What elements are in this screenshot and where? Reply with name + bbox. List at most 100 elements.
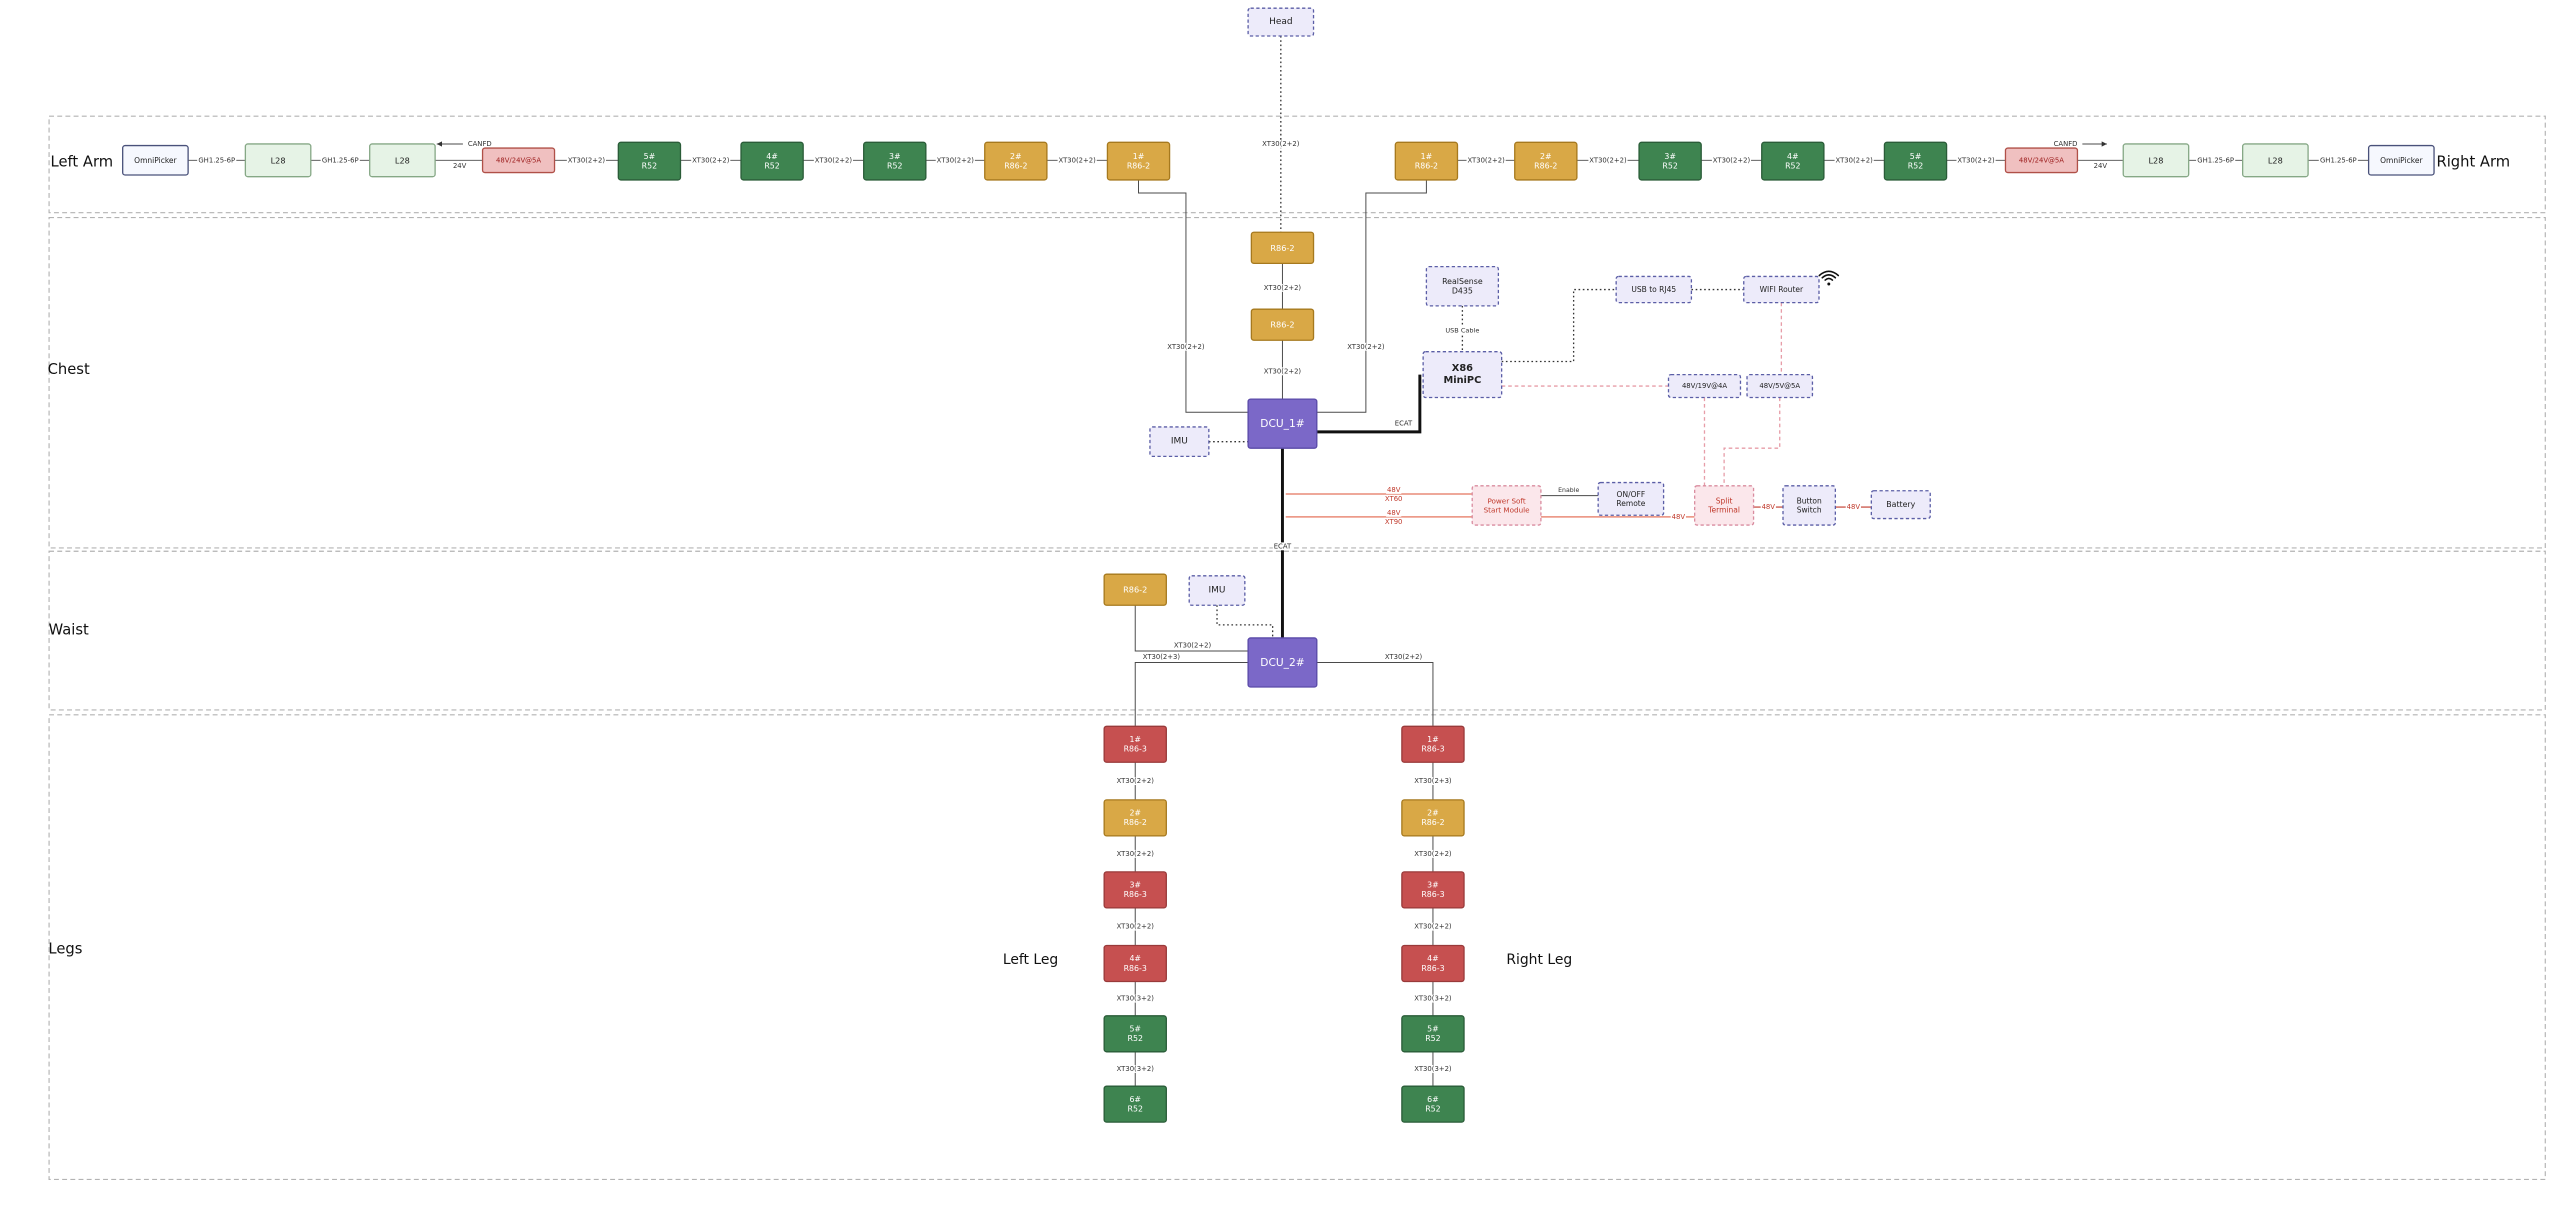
connector-label-bg	[1386, 508, 1402, 517]
section-label-left-arm: Left Arm	[51, 153, 114, 170]
ll-joint-2-label: R86-2	[1124, 818, 1147, 827]
rl-joint-4-label: R86-3	[1421, 964, 1444, 973]
dcu-2-label: DCU_2#	[1260, 656, 1304, 669]
connector-edge	[1216, 605, 1274, 638]
connector-edge	[1316, 662, 1434, 727]
section-legs	[48, 714, 2546, 1180]
dcu-1: DCU_1#	[1247, 398, 1318, 449]
ll-joint-4-label: R86-3	[1124, 964, 1147, 973]
la-joint-5-label: R52	[642, 161, 657, 170]
button-switch-label: Button	[1797, 496, 1822, 505]
connector-label: XT30(2+2)	[1167, 343, 1205, 351]
connector-label-bg	[1346, 342, 1386, 351]
rl-joint-5-label: R52	[1425, 1034, 1440, 1043]
ra-joint-2-label: R86-2	[1534, 161, 1557, 170]
connector-label: Enable	[1558, 487, 1579, 494]
la-psu-label: 48V/24V@5A	[496, 156, 541, 164]
ll-joint-6: 6#R52	[1103, 1085, 1167, 1123]
la-joint-4-label: 4#	[766, 152, 778, 161]
split-terminal-label: Split	[1716, 496, 1733, 505]
wifi-router: WIFI Router	[1743, 275, 1820, 304]
connector-label-bg	[566, 156, 606, 165]
connector-edge	[1134, 662, 1249, 727]
la-joint-3: 3#R52	[863, 141, 927, 181]
connector-label-bg	[1262, 367, 1303, 376]
wifi-router-label: WIFI Router	[1760, 285, 1804, 294]
power-soft-start-module-label: Power Soft	[1487, 497, 1525, 506]
connector-label-bg	[1115, 849, 1155, 858]
connector-label-bg	[1413, 994, 1453, 1003]
connector-label: XT60	[1385, 495, 1403, 503]
chest-r86-mid: R86-2	[1250, 308, 1315, 341]
realsense-d435-label: RealSense	[1442, 277, 1483, 286]
connector-label: XT30(2+2)	[1957, 156, 1995, 164]
connector-label-bg	[1115, 1065, 1155, 1073]
connector-label-bg	[1393, 419, 1414, 428]
connector-label: XT30(3+2)	[1117, 1065, 1155, 1073]
connector-label: XT30(2+3)	[1414, 777, 1452, 785]
ra-joint-5-label: 5#	[1910, 152, 1922, 161]
connector-label-bg	[320, 156, 360, 165]
ra-l28-outer-label: L28	[2268, 155, 2283, 165]
connector-label: XT30(2+2)	[1262, 140, 1300, 148]
connector-label: XT30(2+2)	[1174, 641, 1212, 649]
la-joint-2: 2#R86-2	[984, 141, 1048, 181]
la-joint-1-label: R86-2	[1127, 161, 1150, 170]
connector-label: CANFD	[2054, 140, 2078, 148]
chest-r86-top-label: R86-2	[1270, 243, 1294, 253]
la-omnipicker-label: OmniPicker	[134, 156, 177, 165]
connector-label-bg	[1115, 994, 1155, 1003]
ll-joint-1: 1#R86-3	[1103, 725, 1167, 763]
connector-label: 24V	[2094, 162, 2108, 170]
ra-joint-3-label: 3#	[1664, 152, 1676, 161]
connector-label: XT30(2+2)	[692, 156, 730, 164]
la-joint-1: 1#R86-2	[1106, 141, 1171, 181]
ra-omnipicker: OmniPicker	[2367, 144, 2435, 176]
connector-edge	[1138, 179, 1249, 413]
ra-l28-outer: L28	[2242, 143, 2309, 178]
la-l28-inner-label: L28	[395, 155, 410, 165]
button-switch-label: Switch	[1797, 506, 1822, 515]
connector-label-bg	[1413, 777, 1453, 786]
chest-r86-mid-label: R86-2	[1270, 320, 1294, 330]
connector-label: GH1.25-6P	[198, 156, 235, 164]
section-label-chest: Chest	[48, 361, 90, 378]
rl-joint-1-label: 1#	[1427, 735, 1439, 744]
battery-label: Battery	[1886, 500, 1915, 509]
ll-joint-2-label: 2#	[1129, 809, 1141, 818]
ll-joint-6-label: R52	[1128, 1104, 1143, 1113]
connector-label: 48V	[1847, 503, 1861, 511]
dcu-1-label: DCU_1#	[1260, 417, 1304, 430]
connector-label: 48V	[1672, 513, 1686, 521]
section-label-legs: Legs	[48, 940, 82, 957]
connector-label-bg	[813, 156, 853, 165]
connector-label-bg	[1413, 922, 1453, 931]
rl-joint-2: 2#R86-2	[1401, 799, 1465, 837]
connector-label: XT30(3+2)	[1117, 995, 1155, 1003]
waist-imu-label: IMU	[1209, 586, 1226, 596]
ra-l28-inner-label: L28	[2148, 155, 2163, 165]
connector-label: XT30(2+2)	[1467, 156, 1505, 164]
connector-label: XT30(2+2)	[815, 156, 853, 164]
rl-joint-2-label: R86-2	[1421, 818, 1444, 827]
ll-joint-5-label: R52	[1128, 1034, 1143, 1043]
rl-joint-4-label: 4#	[1427, 954, 1439, 963]
la-l28-outer-label: L28	[271, 155, 286, 165]
connector-label-bg	[935, 156, 975, 165]
connector-label: XT30(3+2)	[1414, 1065, 1452, 1073]
onoff-remote-label: ON/OFF	[1617, 490, 1646, 499]
la-joint-5-label: 5#	[644, 152, 656, 161]
connector-label: XT30(2+2)	[1117, 777, 1155, 785]
connector-label: XT30(2+3)	[1143, 653, 1181, 661]
connector-label-bg	[1384, 517, 1404, 526]
connector-label-bg	[1384, 494, 1404, 503]
ll-joint-2: 2#R86-2	[1103, 799, 1167, 837]
connector-label-bg	[1386, 485, 1402, 494]
conv-48v-19v: 48V/19V@4A	[1667, 373, 1742, 399]
rl-joint-3-label: 3#	[1427, 881, 1439, 890]
rl-joint-6-label: 6#	[1427, 1095, 1439, 1104]
ra-psu: 48V/24V@5A	[2004, 147, 2079, 174]
rl-joint-3-label: R86-3	[1421, 890, 1444, 899]
connector-label: XT30(2+2)	[1347, 343, 1385, 351]
